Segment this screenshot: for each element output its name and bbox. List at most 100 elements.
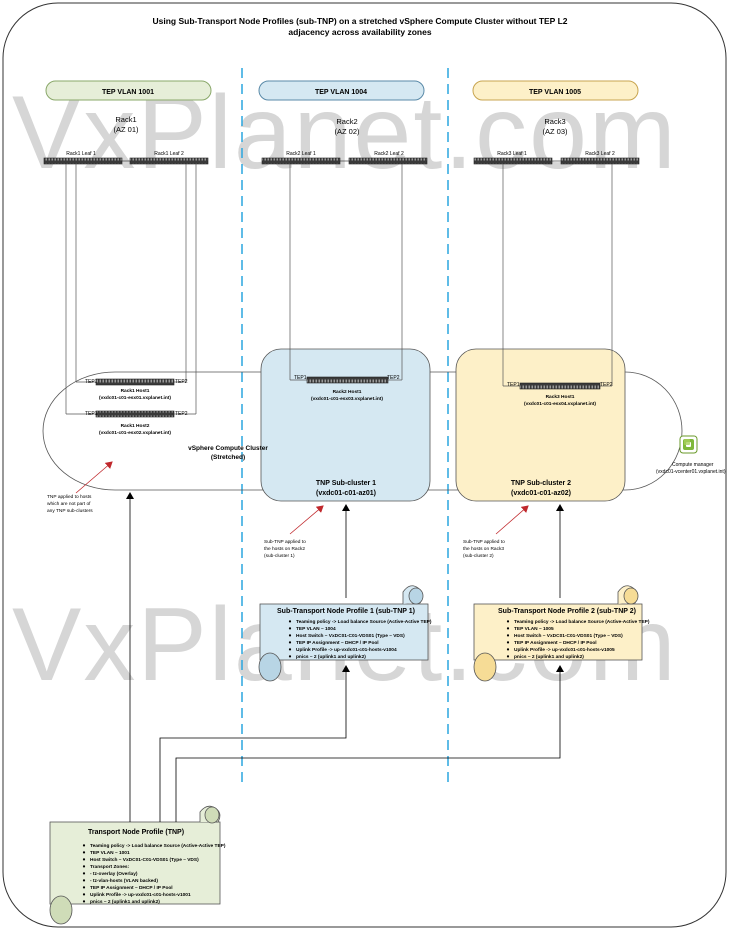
tnp-scroll [49, 805, 221, 925]
subtnp2-bullet [506, 620, 510, 623]
rack2-host1-tep1: TEP1 [294, 375, 307, 381]
rack2-leaf2-label: Rack2 Leaf 2 [374, 151, 404, 157]
tnp-item: Host Switch – VxDC01-C01-VDS01 (Type – V… [90, 857, 199, 863]
tnp-to-subtnp2-arrow [175, 665, 564, 822]
tnp-title: Transport Node Profile (TNP) [88, 829, 184, 836]
rack2-host1-tep2: TEP2 [387, 375, 400, 381]
tnp-item: TEP IP Assignment – DHCP / IP Pool [90, 885, 173, 891]
vlan-label-1004: TEP VLAN 1004 [315, 89, 367, 96]
tnp-item: - tz-overlay (Overlay) [90, 871, 138, 877]
subtnp1-scroll [258, 585, 429, 682]
tnp-items: Teaming policy -> Load balance Source (A… [82, 843, 226, 905]
rack2-host1: TEP1 TEP2 Rack2 Host1 (vxdc01-c01-esx03.… [294, 375, 400, 402]
tnp-note-arrow [75, 461, 113, 494]
subtnp2-bullet [506, 648, 510, 651]
subtnp2-note: Sub-TNP applied to the hosts on Rack3 (s… [463, 539, 505, 559]
rack1-leaf1-switch [43, 157, 123, 165]
subtnp2-item: TEP VLAN – 1005 [514, 626, 554, 632]
rack-label-1: Rack1 [115, 115, 136, 124]
subtnp1-item: pnics – 2 (uplink1 and uplink2) [296, 654, 366, 660]
subtnp2-note-line-3: (sub-cluster 2) [463, 553, 494, 559]
vlan-pill-1005 [472, 80, 639, 101]
tnp-bullet [82, 872, 86, 875]
az-label-2: (AZ 02) [334, 127, 360, 136]
tnp-bullet [82, 858, 86, 861]
vlan-pill-1001 [45, 80, 212, 101]
rack3-cables [502, 164, 613, 387]
subtnp2-item: pnics – 2 (uplink1 and uplink2) [514, 654, 584, 660]
rack1-host2-tep1: TEP1 [85, 411, 98, 417]
rack1-host1-server [95, 378, 175, 386]
subtnp2-bullet [506, 655, 510, 658]
tnp-note-line-3: any TNP sub-clusters [47, 508, 93, 514]
stretched-cluster-outline [42, 371, 683, 491]
rack3-host1-server [519, 382, 601, 390]
rack3-host1-fqdn: (vxdc01-c01-esx04.vxplanet.int) [524, 401, 596, 407]
rack1-host2: TEP1 TEP2 Rack1 Host2 (vxdc01-c01-esx02.… [85, 410, 188, 436]
tnp-bullet [82, 879, 86, 882]
subcluster-1-id: (vxdc01-c01-az01) [316, 490, 376, 497]
tnp-item: Transport Zones: [90, 864, 130, 870]
rack2-host1-name: Rack2 Host1 [333, 389, 362, 395]
subtnp1-bullet [288, 620, 292, 623]
subtnp2-item: Host Switch – VxDC01-C01-VDS01 (Type – V… [514, 633, 623, 639]
rack2-leaf1-switch [261, 157, 341, 165]
subtnp1-note-arrow [289, 505, 324, 535]
rack1-host1-fqdn: (vxdc01-c01-esx01.vxplanet.int) [99, 395, 171, 401]
az-label-3: (AZ 03) [542, 127, 568, 136]
vcenter-icon [679, 435, 698, 454]
tnp-item: - tz-vlan-hosts (VLAN backed) [90, 878, 158, 884]
rack1-cables [65, 164, 197, 415]
subtnp2-note-arrow [495, 505, 529, 535]
subtnp2-bullet [506, 627, 510, 630]
rack1-host2-tep2: TEP2 [175, 411, 188, 417]
subcluster-2-label: TNP Sub-cluster 2 [511, 480, 571, 487]
tnp-note: TNP applied to hosts which are not part … [47, 494, 93, 514]
subtnp2-title: Sub-Transport Node Profile 2 (sub-TNP 2) [498, 608, 636, 615]
tnp-bullet [82, 844, 86, 847]
rack1-host2-fqdn: (vxdc01-c01-esx02.vxplanet.int) [99, 430, 171, 436]
rack3-leaf2-label: Rack3 Leaf 2 [585, 151, 615, 157]
subtnp1-item: Host Switch – VxDC01-C01-VDS01 (Type – V… [296, 633, 405, 639]
rack2-leaf-switches: Rack2 Leaf 1 Rack2 Leaf 2 [261, 151, 428, 165]
subtnp1-item: Uplink Profile -> up-vxdc01-c01-hosts-v1… [296, 647, 397, 653]
tnp-to-subtnp1-arrow [159, 665, 350, 822]
rack3-leaf1-label: Rack3 Leaf 1 [497, 151, 527, 157]
tnp-bullet [82, 851, 86, 854]
vlan-pill-1004 [258, 80, 425, 101]
subtnp2-scroll [473, 585, 643, 682]
rack1-host1-tep2: TEP2 [175, 379, 188, 385]
subtnp2-items: Teaming policy -> Load balance Source (A… [506, 619, 650, 660]
subtnp2-bullet [506, 641, 510, 644]
tnp-note-line-1: TNP applied to hosts [47, 494, 92, 500]
rack1-leaf2-switch [129, 157, 209, 165]
rack-label-3: Rack3 [544, 117, 565, 126]
rack2-cables [289, 164, 403, 381]
cluster-label-line-1: vSphere Compute Cluster [188, 445, 268, 452]
rack1-leaf2-label: Rack1 Leaf 2 [154, 151, 184, 157]
subtnp2-item: Uplink Profile -> up-vxdc01-c01-hosts-v1… [514, 647, 615, 653]
rack-label-2: Rack2 [336, 117, 357, 126]
rack3-leaf-switches: Rack3 Leaf 1 Rack3 Leaf 2 [473, 151, 640, 165]
subtnp1-bullet [288, 648, 292, 651]
subtnp1-bullet [288, 655, 292, 658]
subtnp1-bullet [288, 641, 292, 644]
subtnp2-bullet [506, 634, 510, 637]
az-label-1: (AZ 01) [113, 125, 139, 134]
rack3-host1-tep1: TEP1 [507, 382, 520, 388]
cluster-label-line-2: (Stretched) [211, 454, 245, 461]
subtnp1-bullet [288, 627, 292, 630]
tnp-subcluster-1 [260, 348, 431, 502]
rack3-host1: TEP1 TEP2 Rack3 Host1 (vxdc01-c01-esx04.… [507, 382, 613, 407]
rack2-host1-server [306, 376, 389, 384]
subtnp1-item: TEP IP Assignment – DHCP / IP Pool [296, 640, 379, 646]
tnp-bullet [82, 893, 86, 896]
rack1-host2-name: Rack1 Host2 [121, 423, 150, 429]
subtnp2-note-line-1: Sub-TNP applied to [463, 539, 505, 545]
rack3-leaf1-switch [473, 157, 553, 165]
rack1-host1-tep1: TEP1 [85, 379, 98, 385]
tnp-bullet [82, 865, 86, 868]
vlan-label-1005: TEP VLAN 1005 [529, 89, 581, 96]
subtnp1-items: Teaming policy -> Load balance Source (A… [288, 619, 432, 660]
